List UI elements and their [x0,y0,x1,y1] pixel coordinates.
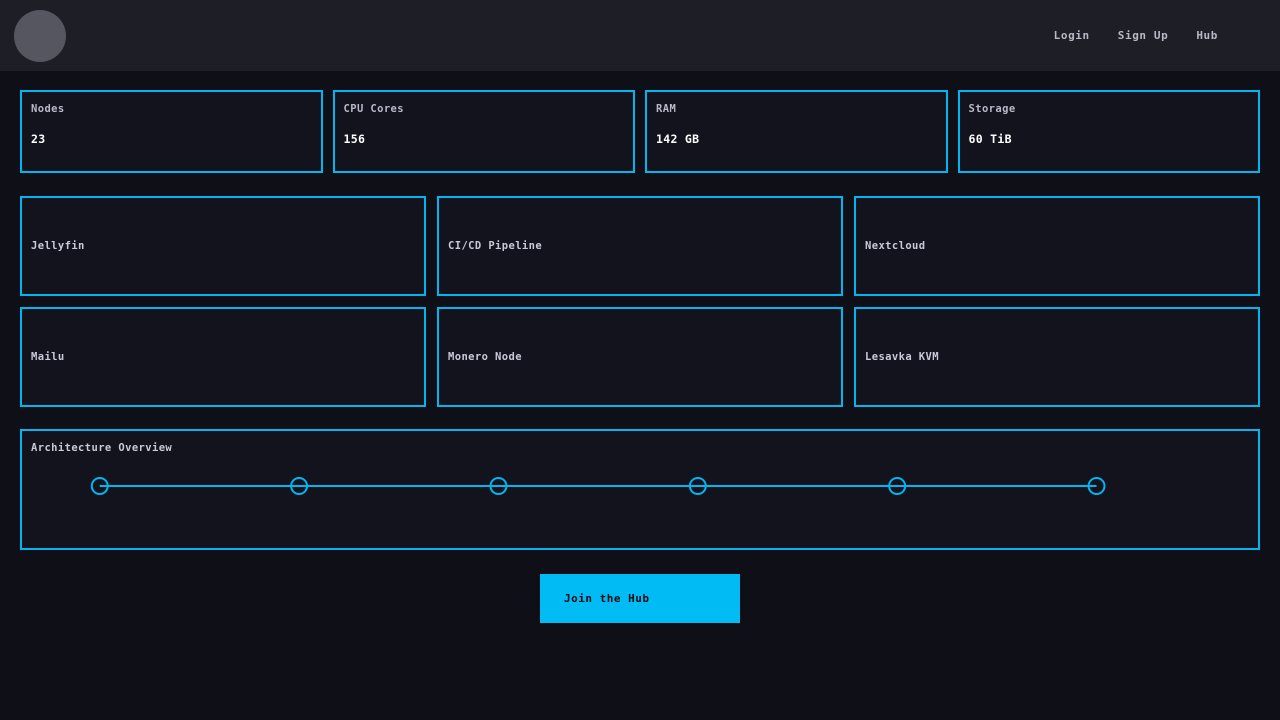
service-name: Monero Node [448,350,522,363]
stat-label: Nodes [31,103,65,115]
service-name: Jellyfin [31,239,85,252]
service-card-cicd-pipeline[interactable]: CI/CD Pipeline [437,196,843,296]
nav-link-hub[interactable]: Hub [1196,29,1218,42]
stat-value: 60 TiB [968,131,1012,146]
nav-link-login[interactable]: Login [1053,29,1090,42]
service-card-lesavka-kvm[interactable]: Lesavka KVM [854,307,1260,407]
timeline-node-2[interactable] [290,477,309,495]
cta-section: Join the Hub [0,550,1280,623]
architecture-panel: Architecture Overview [20,429,1260,550]
service-card-jellyfin[interactable]: Jellyfin [20,196,426,296]
stat-label: RAM [656,103,677,115]
avatar-circle-icon[interactable] [14,9,66,62]
stat-label: Storage [968,103,1016,115]
architecture-timeline [90,477,1106,495]
timeline-node-3[interactable] [489,477,508,495]
main-navigation: Login Sign Up Hub [1054,29,1218,42]
service-name: Nextcloud [865,239,926,252]
stat-value: 142 GB [656,131,700,146]
service-card-mailu[interactable]: Mailu [20,307,426,407]
stat-card-storage[interactable]: Storage 60 TiB [957,90,1260,173]
stat-card-nodes[interactable]: Nodes 23 [20,90,323,173]
join-the-hub-button[interactable]: Join the Hub [540,574,740,623]
service-name: CI/CD Pipeline [448,239,543,252]
site-header: Login Sign Up Hub [0,0,1280,71]
stat-label: CPU Cores [343,103,404,115]
architecture-section: Architecture Overview [0,407,1280,550]
services-grid: Jellyfin CI/CD Pipeline Nextcloud Mailu … [0,173,1280,407]
timeline-node-1[interactable] [90,477,109,495]
timeline-node-4[interactable] [688,477,707,495]
stat-card-ram[interactable]: RAM 142 GB [645,90,948,173]
service-name: Lesavka KVM [865,350,939,363]
stat-card-cpu-cores[interactable]: CPU Cores 156 [332,90,635,173]
service-card-monero-node[interactable]: Monero Node [437,307,843,407]
timeline-node-6[interactable] [1087,477,1106,495]
stat-value: 23 [31,131,46,146]
service-name: Mailu [31,350,65,363]
timeline-node-5[interactable] [888,477,907,495]
stats-row: Nodes 23 CPU Cores 156 RAM 142 GB Storag… [0,71,1280,173]
architecture-title: Architecture Overview [31,442,173,454]
nav-link-sign-up[interactable]: Sign Up [1117,29,1169,42]
stat-value: 156 [343,131,366,146]
service-card-nextcloud[interactable]: Nextcloud [854,196,1260,296]
